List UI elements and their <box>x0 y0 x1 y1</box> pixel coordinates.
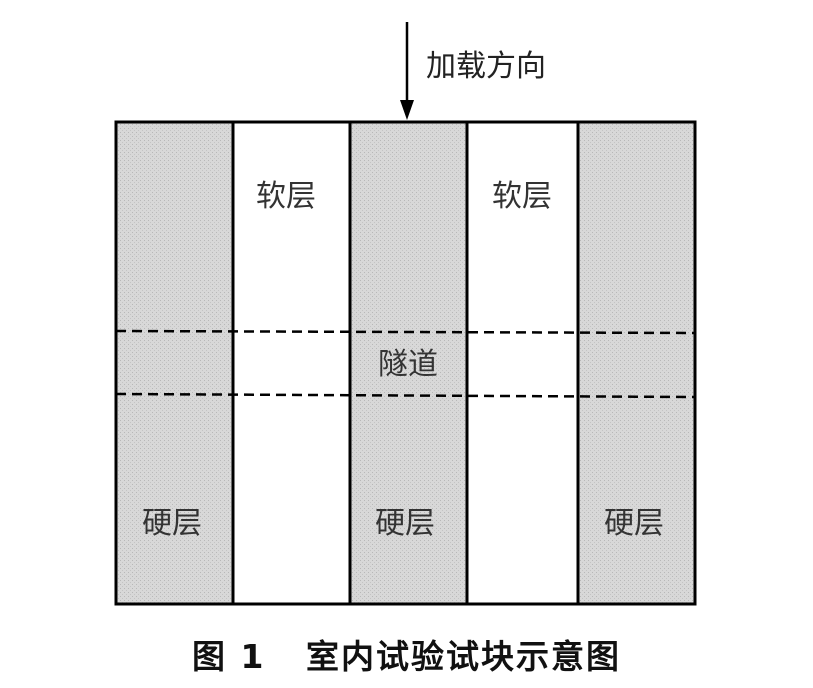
hard-layer-label: 硬层 <box>375 506 435 541</box>
soft-layer-label: 软层 <box>492 179 552 214</box>
load-direction-label: 加载方向 <box>426 49 546 84</box>
hard-layer-label: 硬层 <box>604 506 664 541</box>
soft-layer-1 <box>233 122 350 604</box>
tunnel-label: 隧道 <box>378 347 438 382</box>
specimen-diagram: 加载方向 软层 软层 隧道 硬层 硬层 硬层 <box>114 22 697 606</box>
hard-layer-1 <box>116 122 233 604</box>
figure-caption: 图 1 室内试验试块示意图 <box>192 637 621 676</box>
load-arrow-head-icon <box>400 100 414 120</box>
hard-layer-2 <box>350 122 467 604</box>
soft-layer-2 <box>467 122 578 604</box>
soft-layer-label: 软层 <box>256 179 316 214</box>
tunnel-bottom-line <box>115 392 696 399</box>
tunnel-top-line <box>115 329 696 335</box>
specimen-border <box>114 120 697 606</box>
hard-layer-3 <box>578 122 695 604</box>
hard-layer-label: 硬层 <box>142 506 202 541</box>
